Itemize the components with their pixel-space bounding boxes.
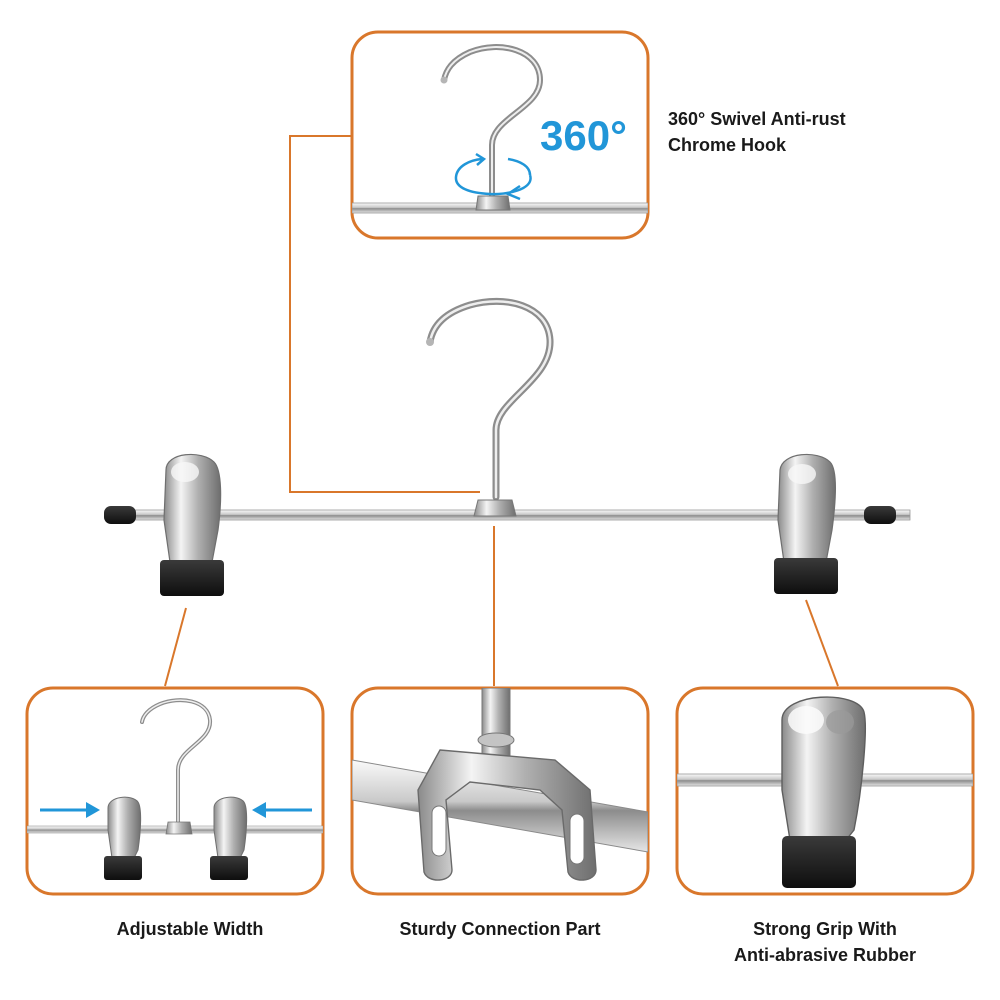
right-clip xyxy=(774,453,838,594)
panel-connection-part xyxy=(350,686,650,896)
main-hook xyxy=(426,297,554,501)
panel-adjustable-width xyxy=(25,686,325,896)
left-clip xyxy=(160,453,224,596)
strong-grip-caption: Strong Grip With Anti-abrasive Rubber xyxy=(660,916,990,968)
hook-feature-caption: 360° Swivel Anti-rust Chrome Hook xyxy=(668,106,846,158)
hook-caption-line-2: Chrome Hook xyxy=(668,135,787,155)
main-connector xyxy=(473,499,517,517)
grip-caption-line-1: Strong Grip With xyxy=(753,919,897,939)
arrow-right-icon xyxy=(40,802,100,818)
left-end-cap xyxy=(104,506,136,524)
grip-caption-line-2: Anti-abrasive Rubber xyxy=(733,945,917,965)
callout-leader-lines xyxy=(164,135,839,687)
rotation-arrow-icon xyxy=(454,152,532,201)
connection-part-caption: Sturdy Connection Part xyxy=(399,919,601,939)
panel-swivel-hook: 360° xyxy=(350,30,650,240)
panel-strong-grip xyxy=(675,686,975,896)
main-hanger xyxy=(104,297,911,596)
arrow-left-icon xyxy=(252,802,312,818)
hook-caption-line-1: 360° Swivel Anti-rust xyxy=(668,109,846,129)
adjustable-width-caption: Adjustable Width xyxy=(116,919,264,939)
degrees-badge: 360° xyxy=(540,112,627,159)
right-end-cap xyxy=(864,506,896,524)
